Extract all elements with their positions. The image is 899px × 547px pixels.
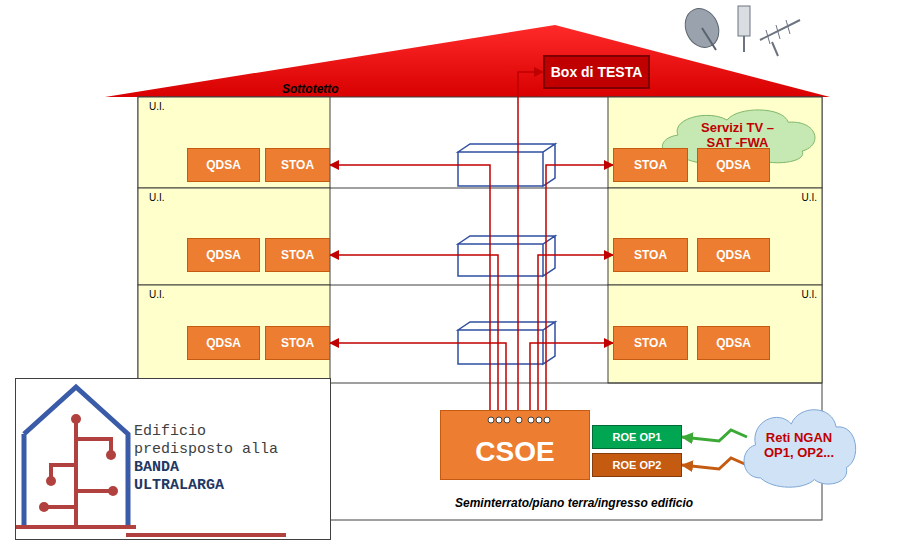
- stoa-box: STOA: [613, 148, 688, 182]
- stoa-box: STOA: [265, 238, 330, 272]
- box-text: QDSA: [716, 336, 751, 350]
- unit-left: U.I. QDSA STOA: [139, 98, 330, 188]
- qdsa-box: QDSA: [697, 238, 770, 272]
- stoa-box: STOA: [265, 326, 330, 360]
- antenna-icons: [679, 3, 800, 56]
- head-box: Box di TESTA: [543, 55, 650, 89]
- qdsa-box: QDSA: [697, 148, 770, 182]
- port-dots: [441, 411, 591, 431]
- box-text: Reti NGAN OP1, OP2...: [755, 430, 843, 460]
- connector: [682, 430, 747, 441]
- connector: [538, 255, 613, 410]
- unit-label: U.I.: [149, 192, 165, 203]
- box-text: QDSA: [206, 336, 241, 350]
- csoe-box: CSOE: [440, 410, 590, 480]
- stoa-box: STOA: [265, 148, 330, 182]
- roe-box: ROE OP1: [592, 425, 682, 449]
- logo-house-icon: [16, 379, 136, 529]
- logo-box: Edificio predisposto allaBANDA ULTRALARG…: [15, 378, 331, 540]
- box-text: STOA: [634, 248, 667, 262]
- qdsa-box: QDSA: [697, 326, 770, 360]
- junction-boxes: [458, 144, 555, 364]
- unit-right: U.I. STOA QDSA: [609, 189, 821, 284]
- qdsa-box: QDSA: [187, 326, 260, 360]
- logo-bar: [126, 533, 286, 537]
- connector: [330, 255, 498, 410]
- box-text: CSOE: [475, 436, 554, 468]
- roof: [105, 25, 830, 97]
- box-text: STOA: [281, 158, 314, 172]
- unit-left: U.I. QDSA STOA: [139, 286, 330, 382]
- unit-label: U.I.: [801, 192, 817, 203]
- box-text: ROE OP2: [613, 459, 662, 471]
- box-text: STOA: [281, 336, 314, 350]
- box-text: QDSA: [206, 248, 241, 262]
- connector: [530, 343, 613, 410]
- box-text: QDSA: [716, 248, 751, 262]
- logo-text: Edificio predisposto allaBANDA ULTRALARG…: [134, 423, 314, 495]
- box-text: STOA: [634, 158, 667, 172]
- box-text: Servizi TV – SAT -FWA: [688, 120, 788, 150]
- box-text: STOA: [281, 248, 314, 262]
- unit-left: U.I. QDSA STOA: [139, 189, 330, 284]
- floor-lines: [138, 188, 822, 383]
- box-text: QDSA: [716, 158, 751, 172]
- network-cloud: Reti NGAN OP1, OP2...: [735, 400, 863, 490]
- connector: [330, 165, 490, 410]
- box-text: STOA: [634, 336, 667, 350]
- stoa-box: STOA: [613, 238, 688, 272]
- box-text: Box di TESTA: [551, 64, 643, 80]
- attic-label: Sottotetto: [282, 82, 339, 96]
- connector: [682, 458, 747, 469]
- qdsa-box: QDSA: [187, 148, 260, 182]
- roe-box: ROE OP2: [592, 453, 682, 477]
- unit-label: U.I.: [149, 289, 165, 300]
- unit-right: U.I. STOA QDSA: [609, 286, 821, 382]
- unit-label: U.I.: [149, 101, 165, 112]
- box-text: ROE OP1: [613, 431, 662, 443]
- unit-label: U.I.: [801, 289, 817, 300]
- stoa-box: STOA: [613, 326, 688, 360]
- logo-line: Edificio predisposto alla: [134, 423, 314, 459]
- basement-label: Seminterrato/piano terra/ingresso edific…: [455, 496, 693, 510]
- box-text: QDSA: [206, 158, 241, 172]
- unit-grounds: [138, 97, 822, 383]
- connector: [330, 343, 506, 410]
- qdsa-box: QDSA: [187, 238, 260, 272]
- logo-title: BANDA ULTRALARGA: [134, 459, 233, 495]
- connector: [546, 165, 613, 410]
